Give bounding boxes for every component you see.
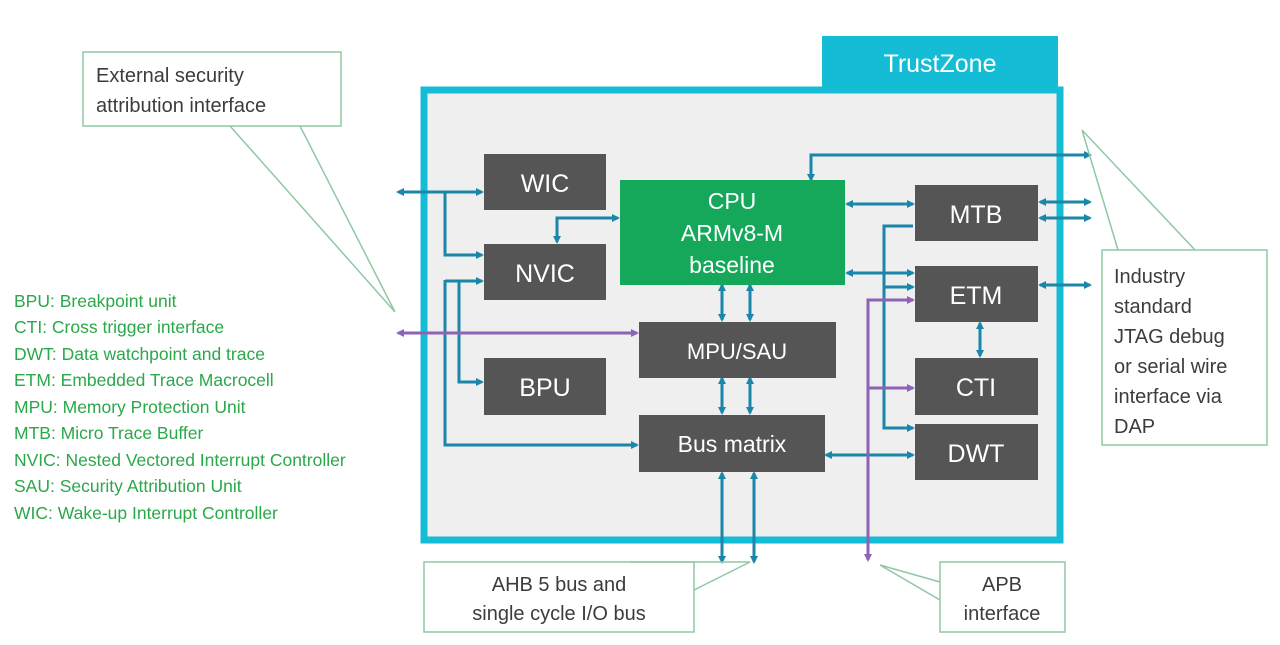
trustzone-label: TrustZone [883,50,996,78]
cpu-label-line2: ARMv8-M [681,220,783,246]
cpu-label-line3: baseline [689,252,775,278]
mpu-sau-block: MPU/SAU [639,322,836,378]
trustzone-tab [822,36,1058,90]
jtag-callout: Industry standard JTAG debug or serial w… [1081,129,1268,446]
mtb-label: MTB [950,201,1003,229]
jtag-text-line5: interface via [1114,386,1223,408]
legend-item: DWT: Data watchpoint and trace [14,344,265,364]
legend-item: NVIC: Nested Vectored Interrupt Controll… [14,450,346,470]
legend-item: MTB: Micro Trace Buffer [14,423,203,443]
nvic-label: NVIC [515,260,575,288]
legend-item: ETM: Embedded Trace Macrocell [14,370,274,390]
ahb-callout: AHB 5 bus and single cycle I/O bus [423,561,751,633]
external-security-text-line2: attribution interface [96,95,266,117]
wic-block: WIC [484,154,606,210]
jtag-text-line6: DAP [1114,416,1155,438]
apb-text-line1: APB [982,574,1022,596]
legend: BPU: Breakpoint unit CTI: Cross trigger … [14,291,346,523]
nvic-block: NVIC [484,244,606,300]
bpu-label: BPU [519,374,570,402]
mtb-block: MTB [915,185,1038,241]
dwt-block: DWT [915,424,1038,480]
legend-item: SAU: Security Attribution Unit [14,476,242,496]
etm-label: ETM [950,282,1003,310]
ahb-text-line1: AHB 5 bus and [492,574,627,596]
bus-matrix-block: Bus matrix [639,415,825,472]
legend-item: CTI: Cross trigger interface [14,317,224,337]
mpu-sau-label: MPU/SAU [687,339,787,364]
jtag-text-line2: standard [1114,296,1192,318]
cpu-block: CPU ARMv8-M baseline [620,180,845,285]
external-security-callout: External security attribution interface [82,51,396,313]
cti-label: CTI [956,374,996,402]
bus-matrix-label: Bus matrix [678,431,787,457]
etm-block: ETM [915,266,1038,322]
bus-connections [396,151,1092,564]
purple-connections [396,296,915,562]
external-security-text-line1: External security [96,65,244,87]
legend-item: WIC: Wake-up Interrupt Controller [14,503,278,523]
wic-label: WIC [521,170,570,198]
legend-item: BPU: Breakpoint unit [14,291,177,311]
jtag-text-line3: JTAG debug [1114,326,1225,348]
bpu-block: BPU [484,358,606,415]
legend-item: MPU: Memory Protection Unit [14,397,246,417]
ahb-text-line2: single cycle I/O bus [472,603,645,625]
apb-callout: APB interface [879,561,1066,633]
jtag-text-line1: Industry [1114,266,1185,288]
cpu-label-line1: CPU [708,188,757,214]
apb-text-line2: interface [964,603,1041,625]
jtag-text-line4: or serial wire [1114,356,1227,378]
cti-block: CTI [915,358,1038,415]
dwt-label: DWT [948,440,1005,468]
